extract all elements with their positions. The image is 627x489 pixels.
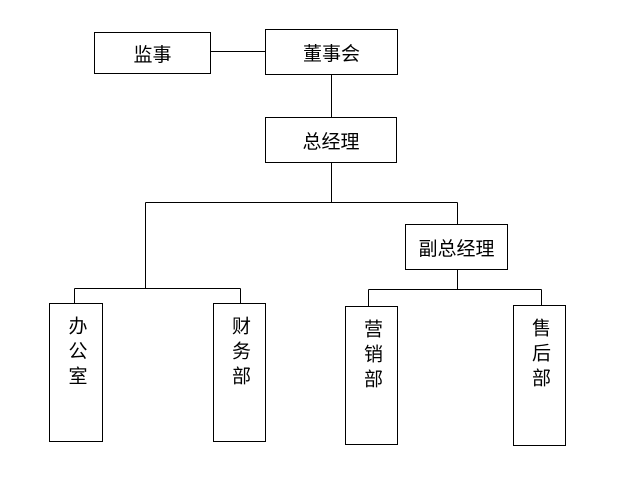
node-deputy-general-manager-label: 副总经理 — [418, 237, 495, 260]
node-office-label: 办公室 — [65, 316, 88, 391]
node-finance-label: 财务部 — [229, 316, 251, 391]
node-general-manager-label: 总经理 — [302, 130, 360, 153]
node-board-of-directors: 董事会 — [265, 29, 398, 75]
node-office: 办公室 — [49, 303, 103, 442]
node-supervisor: 监事 — [94, 32, 211, 74]
node-finance-department: 财务部 — [213, 303, 266, 442]
node-after-sales-department: 售后部 — [513, 305, 566, 446]
node-supervisor-label: 监事 — [133, 43, 172, 66]
node-deputy-general-manager: 副总经理 — [405, 224, 508, 270]
node-after-sales-label: 售后部 — [529, 318, 551, 393]
node-sales-department: 营销部 — [345, 306, 398, 445]
node-sales-label: 营销部 — [361, 319, 383, 394]
node-general-manager: 总经理 — [265, 117, 397, 163]
node-board-label: 董事会 — [302, 42, 360, 65]
